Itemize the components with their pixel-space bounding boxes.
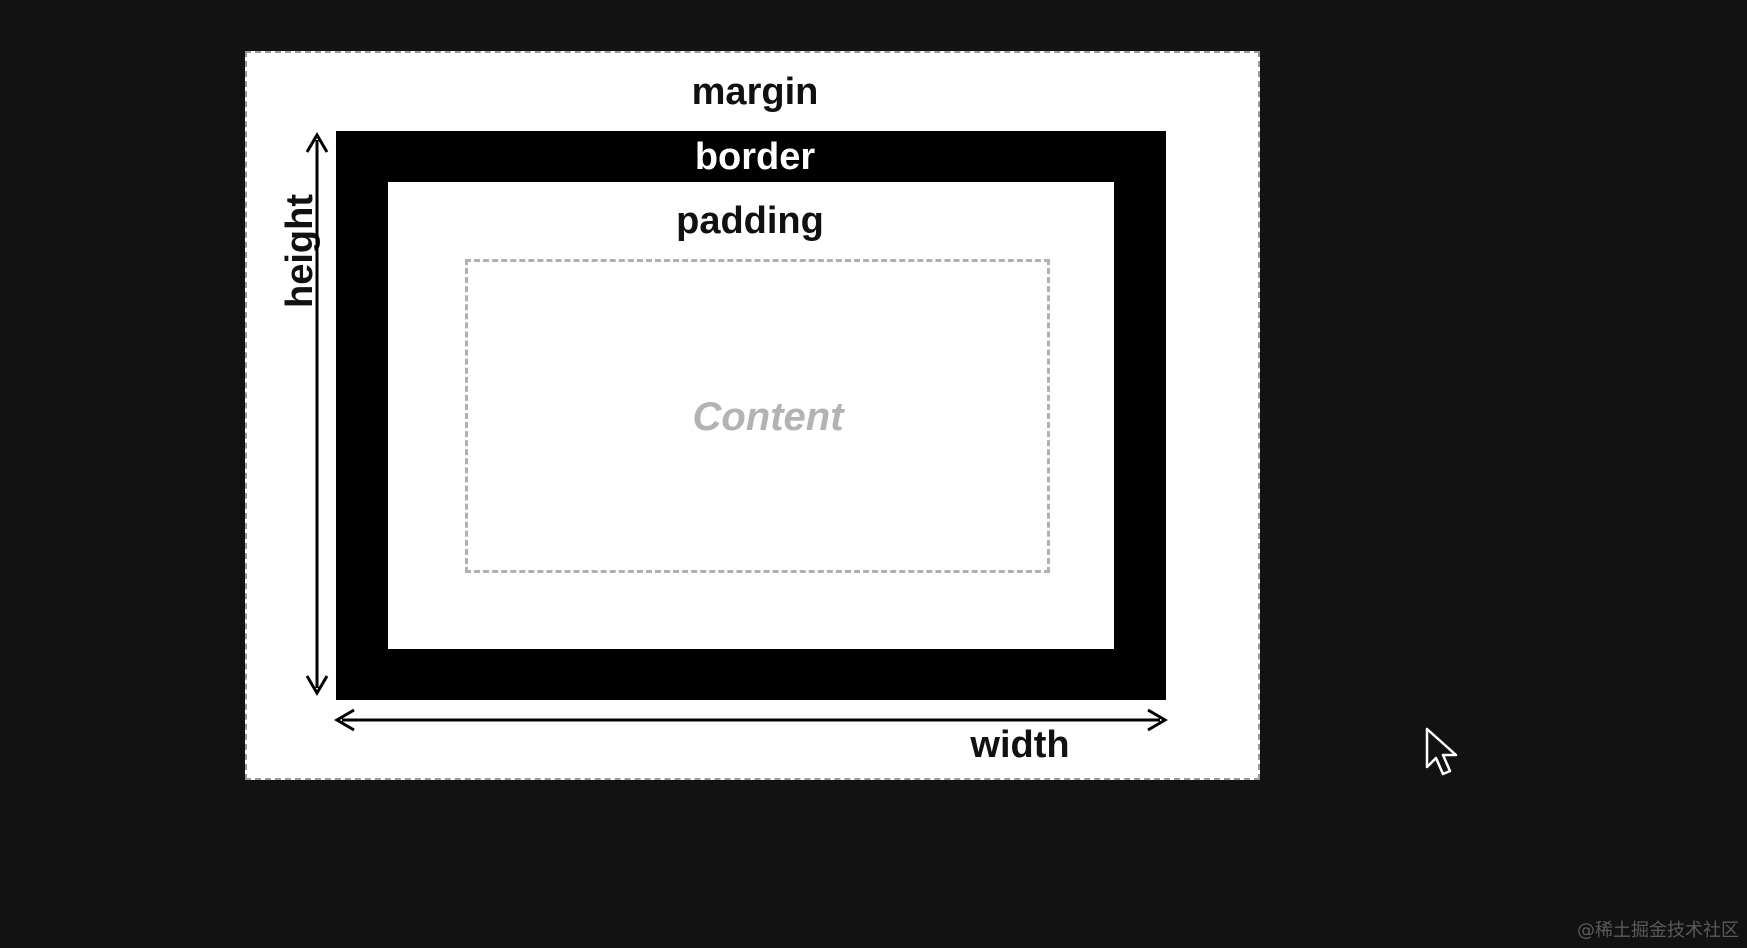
padding-label: padding [676, 200, 824, 242]
margin-label: margin [691, 71, 819, 113]
arrow-cursor-icon [1425, 727, 1458, 776]
width-label: width [970, 724, 1070, 766]
border-label: border [694, 136, 816, 178]
watermark: @稀土掘金技术社区 [1577, 920, 1739, 941]
height-label: height [279, 194, 321, 308]
content-box [465, 259, 1050, 573]
content-label: Content [692, 395, 844, 439]
